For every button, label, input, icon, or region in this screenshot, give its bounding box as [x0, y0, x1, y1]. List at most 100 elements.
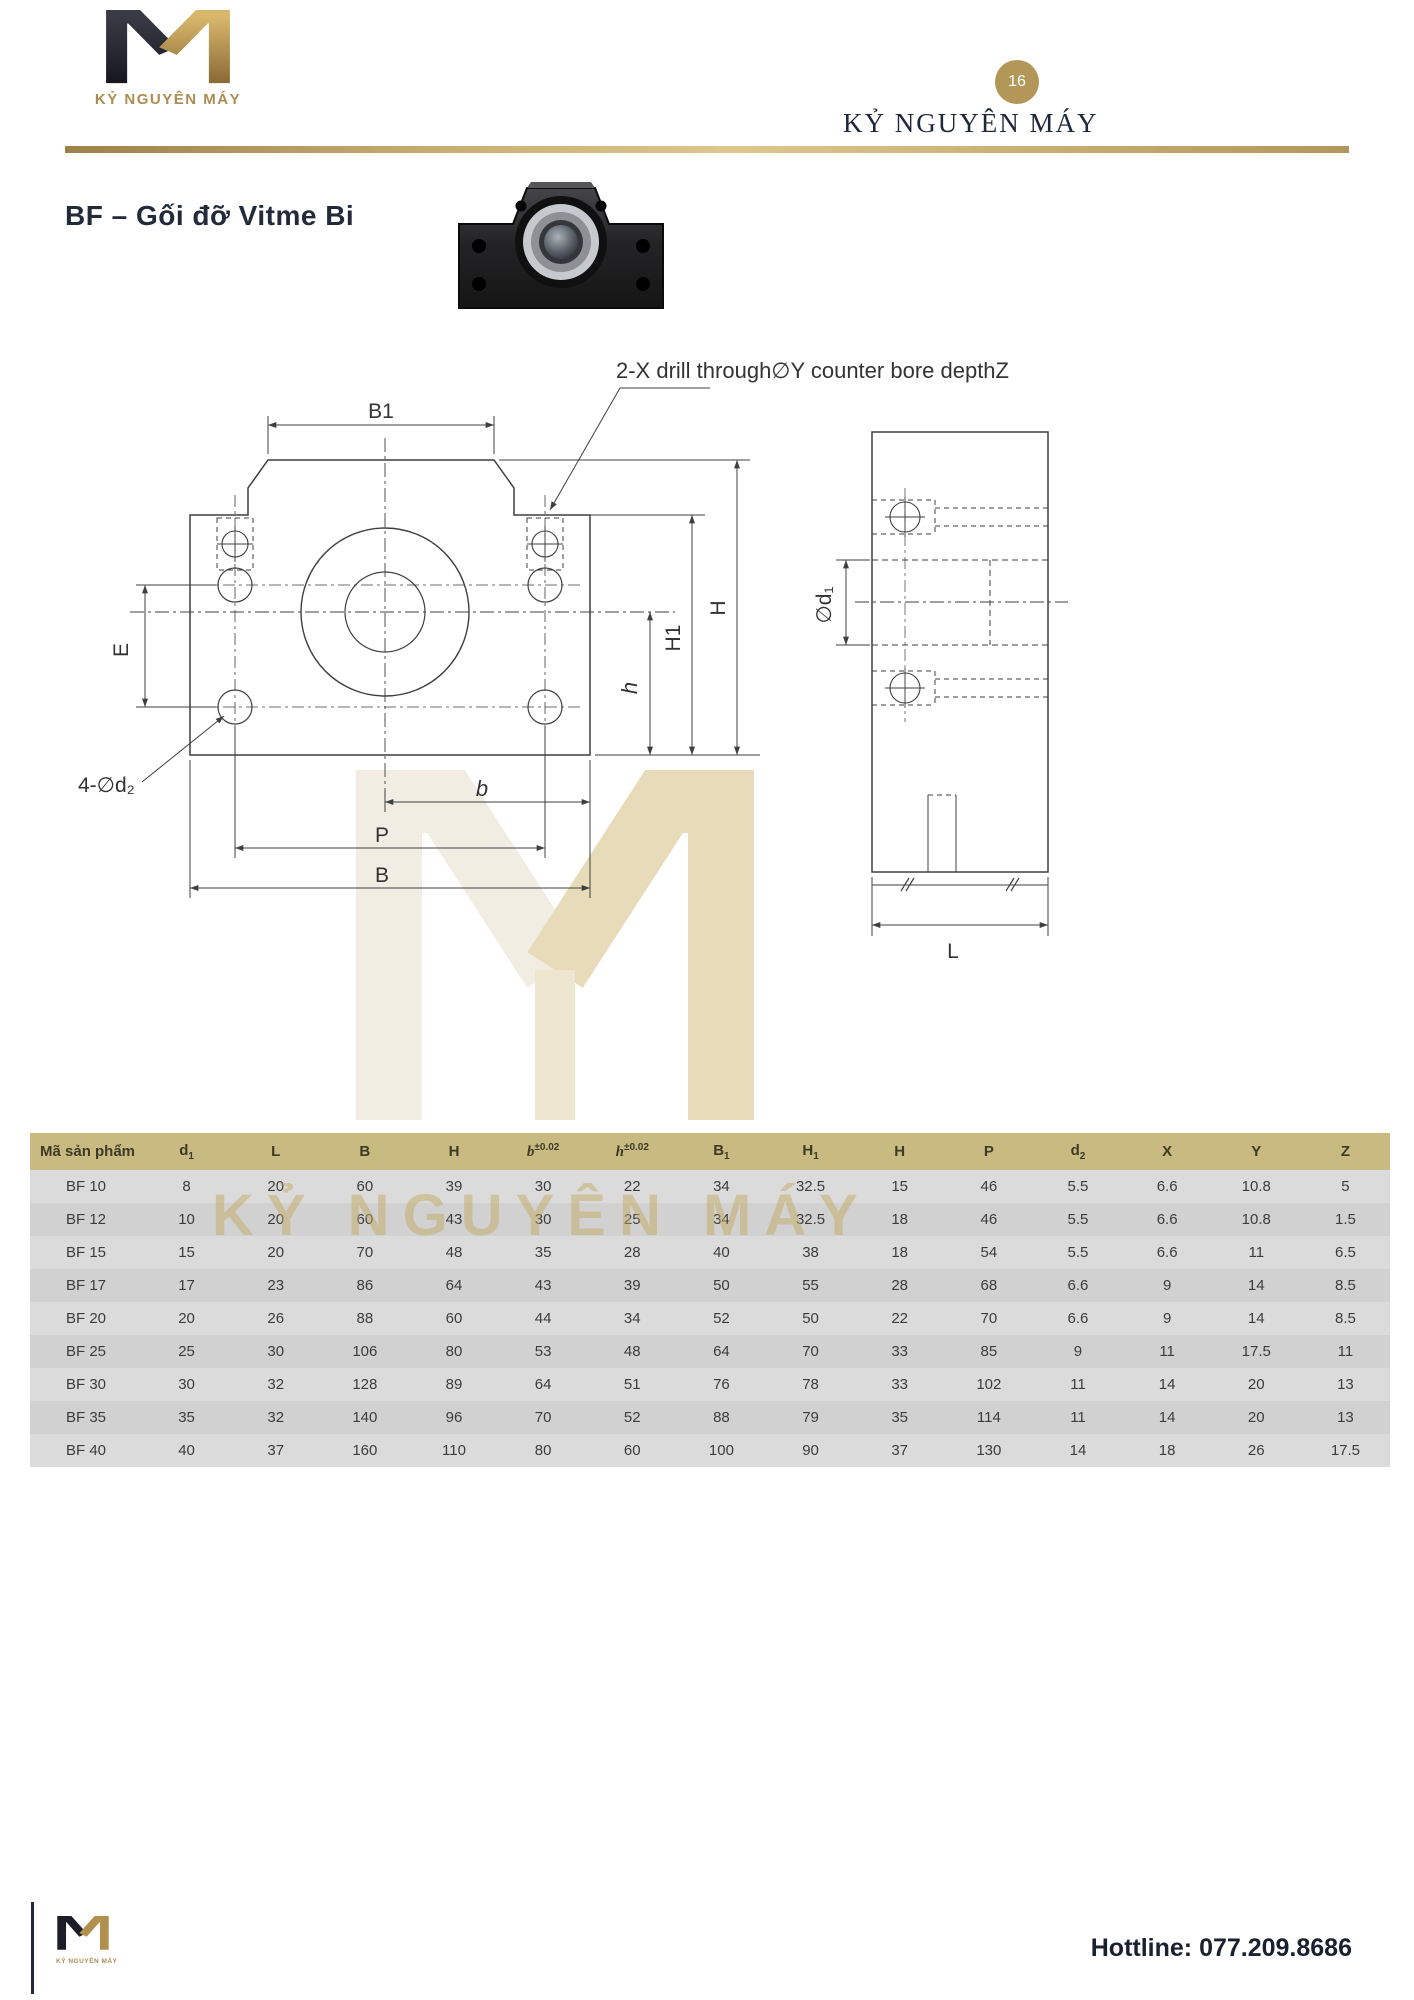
value-cell: 70: [765, 1335, 856, 1368]
m-logo-icon: [106, 10, 230, 84]
value-cell: 70: [320, 1236, 410, 1269]
column-header: B: [320, 1133, 410, 1170]
value-cell: 46: [944, 1203, 1034, 1236]
shoulder-hole: [515, 200, 527, 212]
value-cell: 34: [676, 1203, 766, 1236]
dim-h1-label: H1: [662, 625, 685, 652]
value-cell: 34: [676, 1170, 766, 1203]
dim-B-label: B: [375, 864, 389, 887]
value-cell: 20: [231, 1236, 321, 1269]
value-cell: 22: [855, 1302, 945, 1335]
value-cell: 50: [676, 1269, 766, 1302]
value-cell: 30: [498, 1170, 588, 1203]
value-cell: 52: [676, 1302, 766, 1335]
value-cell: 17.5: [1211, 1335, 1301, 1368]
value-cell: 20: [1211, 1401, 1301, 1434]
column-header: H: [409, 1133, 499, 1170]
value-cell: 51: [587, 1368, 677, 1401]
page-title: BF – Gối đỡ Vitme Bi: [65, 200, 355, 231]
value-cell: 28: [855, 1269, 945, 1302]
column-header: P: [944, 1133, 1034, 1170]
value-cell: 11: [1033, 1368, 1123, 1401]
value-cell: 14: [1122, 1401, 1212, 1434]
front-outline: [189, 459, 591, 756]
value-cell: 85: [944, 1335, 1034, 1368]
value-cell: 60: [320, 1170, 410, 1203]
value-cell: 90: [765, 1434, 856, 1467]
model-cell: BF 20: [30, 1302, 142, 1335]
value-cell: 160: [320, 1434, 410, 1467]
value-cell: 55: [765, 1269, 856, 1302]
value-cell: 43: [498, 1269, 588, 1302]
value-cell: 64: [409, 1269, 499, 1302]
footer-logo: KỶ NGUYÊN MÁY: [56, 1915, 166, 1965]
support-unit-image: [458, 182, 664, 309]
value-cell: 40: [676, 1236, 766, 1269]
value-cell: 46: [944, 1170, 1034, 1203]
value-cell: 140: [320, 1401, 410, 1434]
value-cell: 5.5: [1033, 1170, 1123, 1203]
value-cell: 14: [1033, 1434, 1123, 1467]
value-cell: 60: [320, 1203, 410, 1236]
side-outline: [871, 431, 1049, 873]
value-cell: 11: [1033, 1401, 1123, 1434]
value-cell: 33: [855, 1335, 945, 1368]
value-cell: 53: [498, 1335, 588, 1368]
value-cell: 96: [409, 1401, 499, 1434]
value-cell: 60: [409, 1302, 499, 1335]
value-cell: 30: [142, 1368, 232, 1401]
value-cell: 10.8: [1211, 1170, 1301, 1203]
value-cell: 13: [1300, 1401, 1390, 1434]
value-cell: 43: [409, 1203, 499, 1236]
value-cell: 8.5: [1300, 1302, 1390, 1335]
dim-d2-label: 4-∅d₂: [78, 774, 135, 797]
value-cell: 106: [320, 1335, 410, 1368]
brand-name: KỶ NGUYÊN MÁY: [843, 108, 1099, 138]
column-header: d2: [1033, 1133, 1123, 1170]
model-cell: BF 17: [30, 1269, 142, 1302]
value-cell: 15: [142, 1236, 232, 1269]
value-cell: 18: [855, 1236, 945, 1269]
value-cell: 14: [1211, 1302, 1301, 1335]
value-cell: 86: [320, 1269, 410, 1302]
value-cell: 6.5: [1300, 1236, 1390, 1269]
mounting-hole: [472, 277, 486, 291]
value-cell: 15: [855, 1170, 945, 1203]
value-cell: 114: [944, 1401, 1034, 1434]
mounting-hole: [472, 239, 486, 253]
column-header: h±0.02: [587, 1133, 677, 1170]
column-header: b±0.02: [498, 1133, 588, 1170]
column-header: H: [855, 1133, 945, 1170]
column-header: L: [231, 1133, 321, 1170]
value-cell: 11: [1300, 1335, 1390, 1368]
value-cell: 26: [1211, 1434, 1301, 1467]
value-cell: 60: [587, 1434, 677, 1467]
value-cell: 8: [142, 1170, 232, 1203]
header-divider: [65, 146, 1349, 153]
value-cell: 30: [231, 1335, 321, 1368]
value-cell: 32: [231, 1401, 321, 1434]
value-cell: 102: [944, 1368, 1034, 1401]
value-cell: 100: [676, 1434, 766, 1467]
model-cell: BF 10: [30, 1170, 142, 1203]
value-cell: 8.5: [1300, 1269, 1390, 1302]
value-cell: 10: [142, 1203, 232, 1236]
front-view: [130, 438, 675, 810]
column-header: Mã sản phẩm: [30, 1133, 142, 1170]
value-cell: 79: [765, 1401, 856, 1434]
value-cell: 30: [498, 1203, 588, 1236]
value-cell: 32.5: [765, 1203, 856, 1236]
value-cell: 6.6: [1122, 1236, 1212, 1269]
value-cell: 70: [944, 1302, 1034, 1335]
value-cell: 18: [1122, 1434, 1212, 1467]
value-cell: 37: [231, 1434, 321, 1467]
value-cell: 110: [409, 1434, 499, 1467]
value-cell: 6.6: [1033, 1302, 1123, 1335]
value-cell: 11: [1122, 1335, 1212, 1368]
